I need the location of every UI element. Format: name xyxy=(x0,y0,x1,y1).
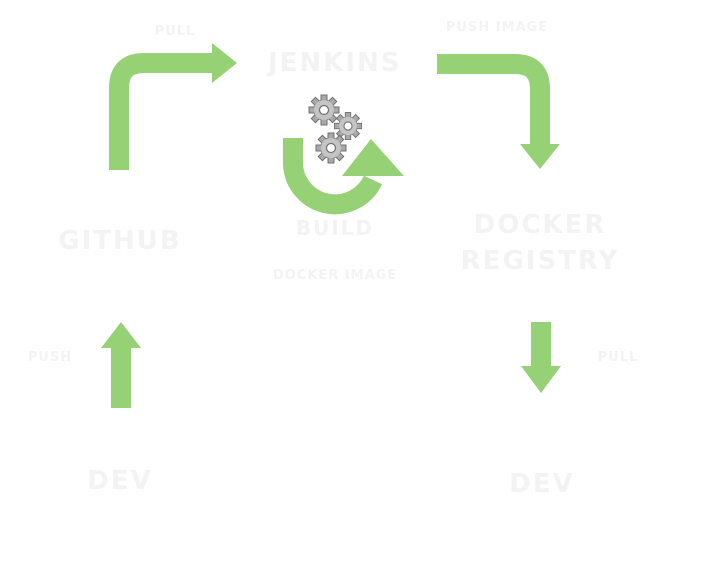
build-title: BUILD xyxy=(295,216,375,240)
node-docker-registry-line1: DOCKER xyxy=(473,210,607,240)
edge-label-jenkins-to-registry: PUSH IMAGE xyxy=(445,20,549,35)
arrow-registry-to-dev xyxy=(521,322,561,393)
arrow-github-to-jenkins xyxy=(109,43,237,170)
node-dev-left: DEV xyxy=(87,466,153,496)
edge-label-github-to-jenkins: PULL xyxy=(154,24,196,39)
node-github: GITHUB xyxy=(58,226,182,256)
node-jenkins: JENKINS xyxy=(268,48,402,78)
arrow-jenkins-to-registry xyxy=(437,54,560,169)
build-cycle-arrow xyxy=(283,138,404,215)
node-docker-registry-line2: REGISTRY xyxy=(460,246,620,276)
arrow-dev-to-github xyxy=(101,322,141,408)
edge-label-registry-to-dev: PULL xyxy=(597,350,639,365)
gears-icon xyxy=(308,94,363,164)
edge-label-dev-to-github: PUSH xyxy=(27,350,73,365)
build-subtitle: DOCKER IMAGE xyxy=(272,268,398,283)
node-dev-right: DEV xyxy=(509,469,575,499)
